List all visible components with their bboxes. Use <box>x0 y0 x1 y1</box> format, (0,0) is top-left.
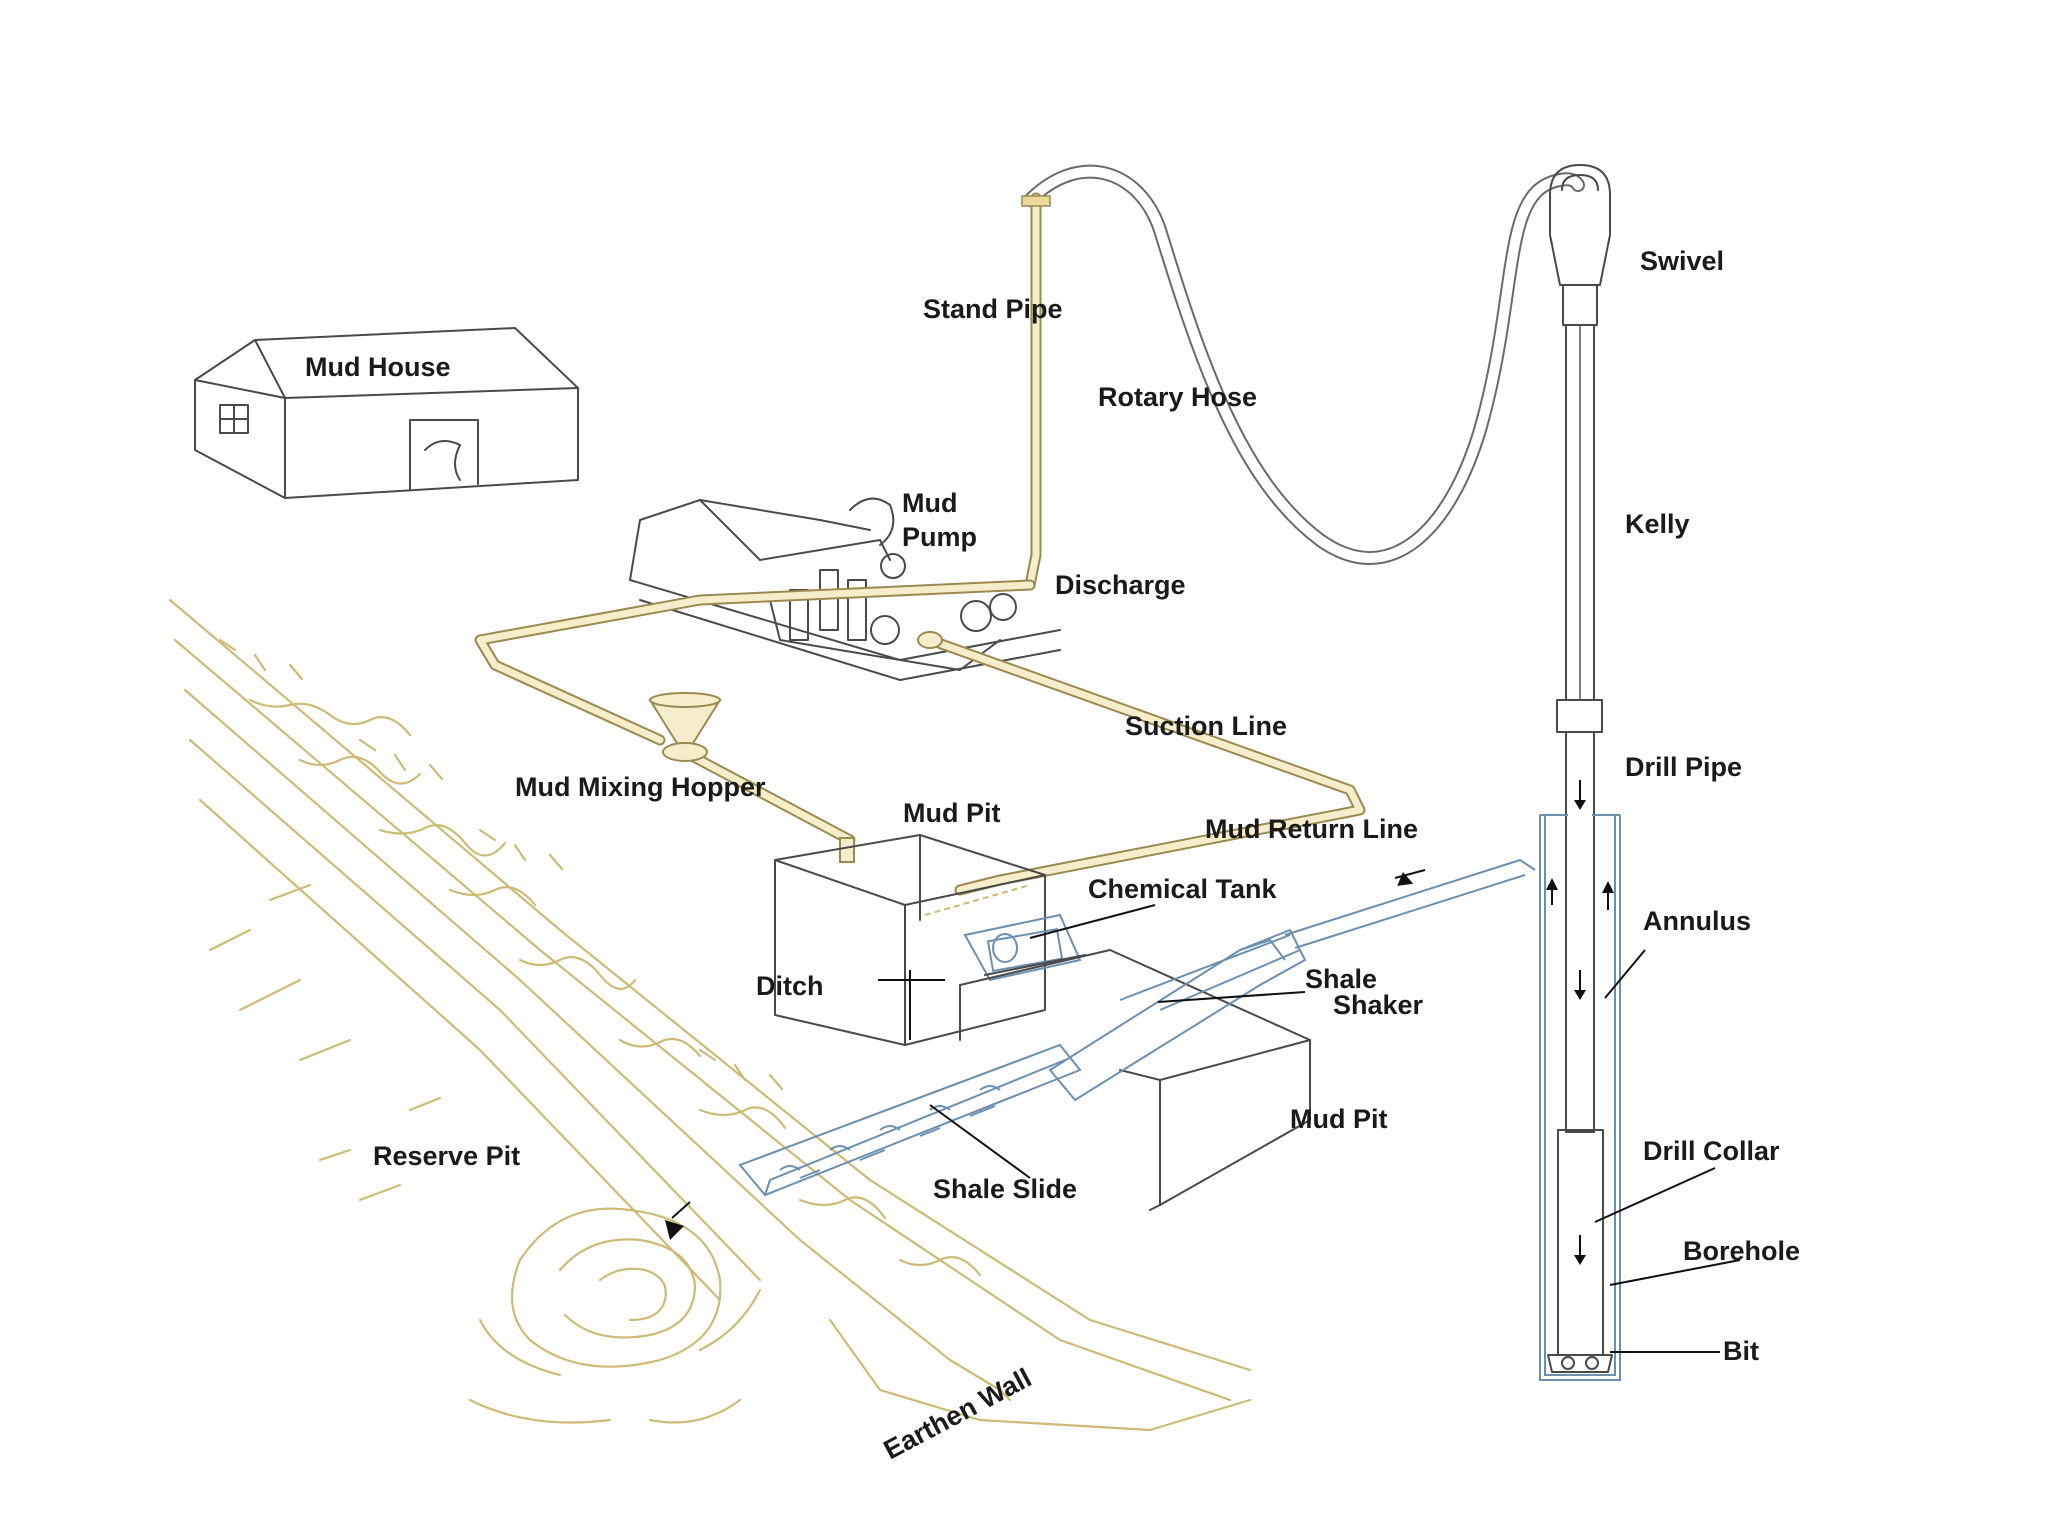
label-mud-return-line: Mud Return Line <box>1205 814 1418 844</box>
reserve-pit-arrow <box>671 1201 691 1219</box>
label-earthen-wall: Earthen Wall <box>879 1363 1037 1466</box>
mud-mixing-hopper-drawing <box>648 692 855 863</box>
label-mud-mixing-hopper: Mud Mixing Hopper <box>515 772 766 802</box>
reserve-pit-arrowhead <box>665 1220 684 1240</box>
stand-pipe <box>1021 192 1051 591</box>
reserve-pit-water <box>468 1207 762 1424</box>
label-swivel: Swivel <box>1640 246 1724 276</box>
label-suction-line: Suction Line <box>1125 711 1287 741</box>
mud-pit-bottom-drawing <box>959 949 1311 1211</box>
mud-pit-top-drawing <box>774 834 1046 1046</box>
rotary-hose-inner <box>1025 166 1583 563</box>
label-discharge: Discharge <box>1055 570 1186 600</box>
drill-string <box>1547 164 1613 1373</box>
label-annulus: Annulus <box>1643 906 1751 936</box>
label-drill-collar: Drill Collar <box>1643 1136 1780 1166</box>
label-bit: Bit <box>1723 1336 1759 1366</box>
label-drill-pipe: Drill Pipe <box>1625 752 1742 782</box>
mud-house-drawing <box>194 327 579 499</box>
hopper-line <box>684 749 856 846</box>
label-mud-house: Mud House <box>305 352 451 382</box>
label-chemical-tank: Chemical Tank <box>1088 874 1278 904</box>
label-stand-pipe: Stand Pipe <box>923 294 1063 324</box>
label-shale-shaker-line1: Shale <box>1305 964 1377 994</box>
flow-arrows <box>1394 780 1614 1265</box>
earthen-wall <box>168 598 1252 1432</box>
label-ditch: Ditch <box>756 971 824 1001</box>
label-mud-pit-top: Mud Pit <box>903 798 1000 828</box>
label-reserve-pit: Reserve Pit <box>373 1141 520 1171</box>
mud-return-line <box>1284 858 1536 949</box>
label-mud-pump-line1: Mud <box>902 488 957 518</box>
label-shale-slide: Shale Slide <box>933 1174 1077 1204</box>
label-borehole: Borehole <box>1683 1236 1800 1266</box>
label-mud-pit-bottom: Mud Pit <box>1290 1104 1387 1134</box>
suction-line <box>917 631 1366 896</box>
discharge-line <box>474 579 1036 746</box>
mud-pump-drawing <box>629 497 1061 681</box>
label-mud-pump-line2: Pump <box>902 522 977 552</box>
leader-lines <box>878 904 1741 1353</box>
shale-slide-drawing <box>738 1043 1082 1197</box>
borehole-wall <box>1539 814 1621 1381</box>
label-kelly: Kelly <box>1625 509 1690 539</box>
chemical-tank-drawing <box>963 913 1086 982</box>
label-rotary-hose: Rotary Hose <box>1098 382 1257 412</box>
label-shale-shaker-line2: Shaker <box>1333 990 1424 1020</box>
